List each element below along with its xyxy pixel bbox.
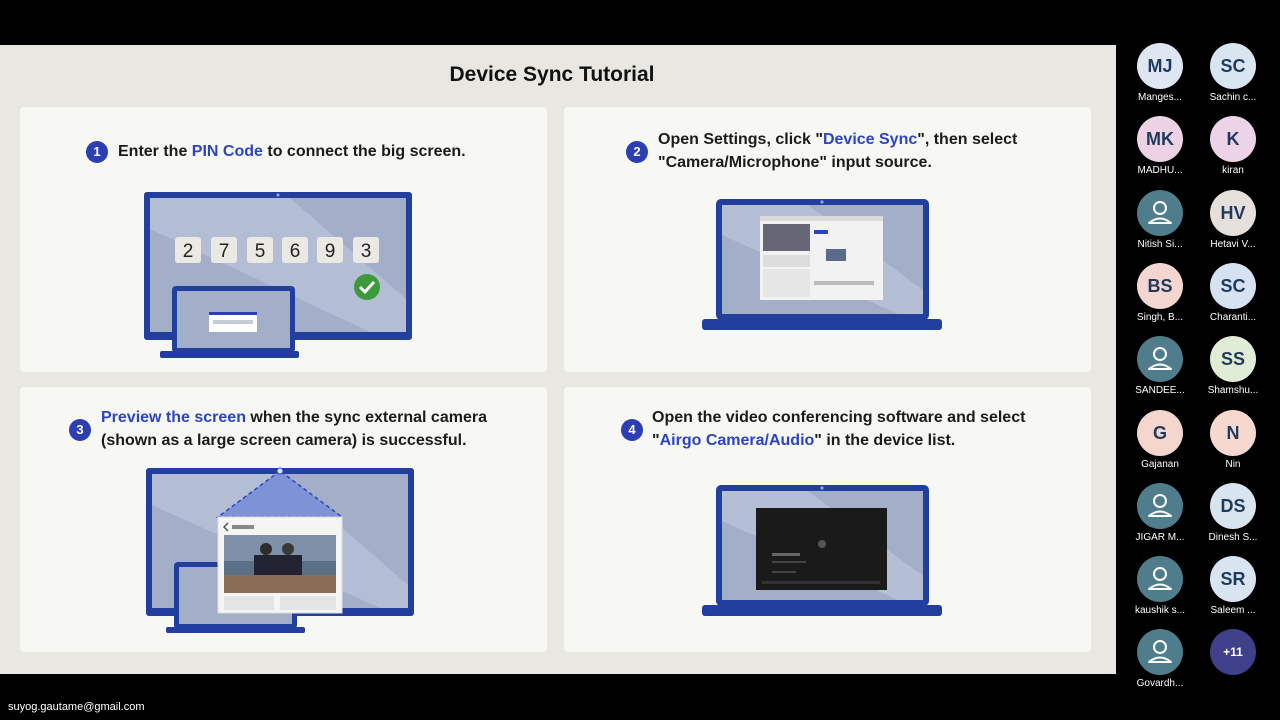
camera-preview-illustration (146, 467, 414, 633)
participant-tile[interactable]: SC Sachin c... (1196, 43, 1270, 103)
avatar: MK (1137, 116, 1183, 163)
avatar: SR (1210, 556, 1256, 603)
avatar-initials: MJ (1147, 56, 1173, 76)
step-text-1: Enter the PIN Code to connect the big sc… (118, 143, 466, 160)
avatar-initials: HV (1220, 202, 1246, 223)
account-email: suyog.gautame@gmail.com (8, 701, 145, 713)
step-number-1: 1 (86, 141, 108, 163)
avatar: BS (1137, 262, 1183, 309)
user-icon (1148, 567, 1172, 591)
avatar-initials: SC (1220, 275, 1246, 296)
avatar-initials: MK (1146, 129, 1174, 150)
step-text-3: Preview the screen when the sync externa… (101, 409, 487, 449)
participant-tile[interactable]: DS Dinesh S... (1196, 482, 1270, 543)
conferencing-laptop-illustration (702, 485, 942, 616)
avatar: DS (1210, 482, 1256, 529)
avatar: K (1210, 116, 1256, 163)
step-card-3: 3 Preview the screen when the sync exter… (20, 387, 547, 652)
participant-tile[interactable]: HV Hetavi V... (1196, 189, 1270, 250)
participant-name: Sachin c... (1209, 92, 1257, 103)
participant-name: SANDEE... (1135, 385, 1185, 397)
avatar: G (1137, 409, 1183, 456)
pin-digit: 6 (290, 241, 301, 262)
participant-tile[interactable]: JIGAR M... (1123, 482, 1197, 543)
user-icon (1148, 640, 1172, 664)
pin-digit: 2 (183, 241, 194, 262)
participant-name: JIGAR M... (1135, 531, 1185, 543)
participant-tile[interactable]: MK MADHU... (1123, 116, 1197, 176)
avatar: SC (1210, 262, 1256, 309)
avatar (1137, 482, 1183, 529)
participant-tile[interactable]: SS Shamshu... (1196, 336, 1270, 396)
participant-name: Govardh... (1136, 678, 1184, 690)
avatar-initials: SR (1220, 569, 1246, 590)
participant-tile[interactable]: BS Singh, B... (1123, 262, 1197, 323)
participant-tile[interactable]: SANDEE... (1123, 336, 1197, 396)
settings-laptop-illustration (702, 199, 942, 330)
participant-tile[interactable]: Govardh... (1123, 629, 1197, 689)
avatar: MJ (1137, 43, 1183, 89)
avatar: SS (1210, 336, 1256, 383)
pin-digit: 5 (255, 241, 266, 262)
participant-name: Hetavi V... (1210, 238, 1256, 250)
step-card-2: 2 Open Settings, click "Device Sync", th… (564, 107, 1091, 372)
slide-title: Device Sync Tutorial (449, 63, 655, 86)
avatar (1137, 189, 1183, 236)
participant-name: Nin (1225, 458, 1241, 470)
avatar: SC (1210, 43, 1256, 89)
avatar (1137, 629, 1183, 676)
participant-name: Nitish Si... (1137, 238, 1183, 250)
participant-name: Shamshu... (1207, 385, 1259, 397)
step-number-2: 2 (626, 141, 648, 163)
participant-name: Manges... (1138, 92, 1182, 103)
avatar: HV (1210, 189, 1256, 236)
participant-tile[interactable]: kaushik s... (1123, 556, 1197, 616)
participant-name: kaushik s... (1134, 605, 1186, 617)
avatar: +11 (1210, 629, 1256, 676)
shared-slide: Device Sync Tutorial 1 Enter the PIN Cod… (0, 45, 1116, 674)
participant-name: Singh, B... (1136, 311, 1184, 323)
participant-name: MADHU... (1137, 165, 1183, 177)
step-card-1: 1 Enter the PIN Code to connect the big … (20, 107, 547, 372)
pin-digit: 7 (219, 241, 230, 262)
participant-tile[interactable]: G Gajanan (1123, 409, 1197, 470)
participant-tile[interactable]: Nitish Si... (1123, 189, 1197, 250)
participant-tile[interactable]: SR Saleem ... (1196, 556, 1270, 616)
avatar-initials: +11 (1223, 645, 1243, 660)
participant-tile[interactable]: SC Charanti... (1196, 262, 1270, 323)
avatar-initials: SC (1220, 56, 1246, 76)
step-text-2: Open Settings, click "Device Sync", then… (658, 131, 1018, 171)
participant-name: Saleem ... (1210, 605, 1256, 617)
avatar-initials: K (1226, 129, 1240, 150)
participant-name: kiran (1222, 165, 1244, 177)
user-icon (1148, 200, 1172, 224)
participant-name: Dinesh S... (1208, 531, 1258, 543)
step-number-3: 3 (69, 419, 91, 441)
avatar-initials: G (1152, 422, 1167, 443)
participant-name: Gajanan (1141, 458, 1179, 470)
avatar (1137, 556, 1183, 603)
avatar-initials: DS (1220, 495, 1246, 516)
pin-digit: 3 (361, 241, 372, 262)
participant-tile[interactable]: N Nin (1196, 409, 1270, 470)
participant-name: Charanti... (1209, 311, 1257, 323)
pin-screen-illustration: 2 7 5 6 9 3 (144, 192, 412, 358)
step-number-4: 4 (621, 419, 643, 441)
avatar-initials: N (1226, 422, 1240, 443)
step-text-4: Open the video conferencing software and… (652, 409, 1026, 449)
avatar-initials: BS (1147, 275, 1173, 296)
step-card-4: 4 Open the video conferencing software a… (564, 387, 1091, 652)
pin-digit: 9 (325, 241, 336, 262)
avatar: N (1210, 409, 1256, 456)
participant-tile[interactable]: MJ Manges... (1123, 43, 1197, 103)
avatar (1137, 336, 1183, 383)
check-icon (354, 274, 380, 300)
user-icon (1148, 493, 1172, 517)
avatar-initials: SS (1220, 349, 1245, 370)
more-participants-button[interactable]: +11 (1196, 629, 1270, 676)
user-icon (1148, 347, 1172, 371)
